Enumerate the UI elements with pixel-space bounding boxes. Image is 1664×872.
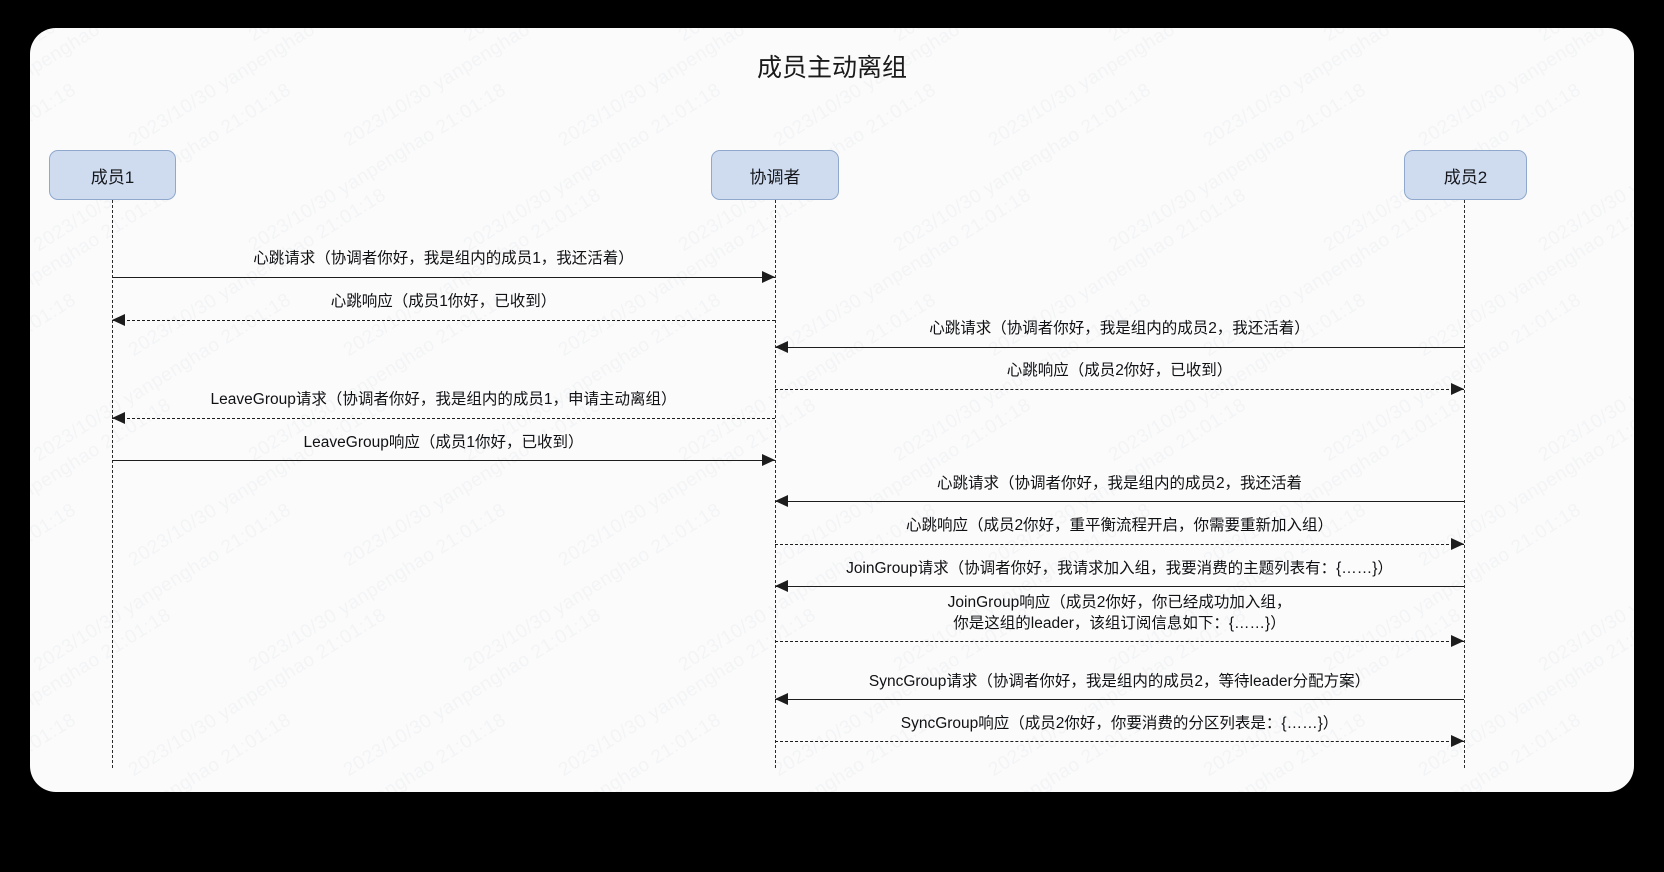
message-label-6: LeaveGroup响应（成员1你好，已收到） (303, 434, 584, 451)
actor-label-coordinator: 协调者 (749, 167, 801, 187)
message-label-3: 心跳请求（协调者你好，我是组内的成员2，我还活着） (929, 320, 1310, 337)
message-label-7: 心跳请求（协调者你好，我是组内的成员2，我还活着 (936, 475, 1303, 492)
arrow-head-right-1 (762, 271, 775, 283)
message-line-3 (775, 347, 1464, 348)
message-label-12: SyncGroup响应（成员2你好，你要消费的分区列表是：{……}） (900, 715, 1339, 732)
arrow-head-left-3 (775, 341, 788, 353)
message-line-2 (112, 320, 775, 321)
lifeline-member1 (112, 200, 113, 768)
message-label-5: LeaveGroup请求（协调者你好，我是组内的成员1，申请主动离组） (210, 391, 677, 408)
actor-box-member1[interactable]: 成员1 (49, 150, 176, 200)
message-line-4 (775, 389, 1464, 390)
message-label-2: 心跳响应（成员1你好，已收到） (330, 293, 557, 310)
lifeline-member2 (1464, 200, 1465, 768)
message-line-5 (112, 418, 775, 419)
arrow-head-right-4 (1451, 383, 1464, 395)
sequence-diagram: 成员主动离组 成员1 协调者 成员2 心跳请求（协调者你好，我是组内的成员1，我还活着… (30, 28, 1634, 792)
diagram-title: 成员主动离组 (756, 54, 907, 82)
message-label-4: 心跳响应（成员2你好，已收到） (1006, 362, 1233, 379)
message-label-9: JoinGroup请求（协调者你好，我请求加入组，我要消费的主题列表有：{……}… (846, 560, 1393, 577)
message-line-12 (775, 741, 1464, 742)
message-line-10 (775, 641, 1464, 642)
arrow-head-right-10 (1451, 635, 1464, 647)
message-line-11 (775, 699, 1464, 700)
diagram-canvas: 2023/10/30 yanpenghao 21:01:182023/10/30… (30, 28, 1634, 792)
message-label-8: 心跳响应（成员2你好，重平衡流程开启，你需要重新加入组） (905, 517, 1334, 534)
arrow-head-left-2 (112, 314, 125, 326)
lifeline-coordinator (775, 200, 776, 768)
arrow-head-right-8 (1451, 538, 1464, 550)
message-label-11: SyncGroup请求（协调者你好，我是组内的成员2，等待leader分配方案） (868, 673, 1371, 690)
message-line-7 (775, 501, 1464, 502)
message-label-1: 心跳请求（协调者你好，我是组内的成员1，我还活着） (253, 250, 634, 267)
arrow-head-left-7 (775, 495, 788, 507)
arrow-head-left-11 (775, 693, 788, 705)
arrow-head-right-12 (1451, 735, 1464, 747)
arrow-head-left-5 (112, 412, 125, 424)
actor-box-member2[interactable]: 成员2 (1404, 150, 1527, 200)
message-line-8 (775, 544, 1464, 545)
actor-label-member1: 成员1 (90, 167, 135, 187)
message-label-10: JoinGroup响应（成员2你好，你已经成功加入组， 你是这组的leader，… (947, 594, 1292, 632)
message-line-6 (112, 460, 775, 461)
actor-box-coordinator[interactable]: 协调者 (711, 150, 839, 200)
arrow-head-right-6 (762, 454, 775, 466)
actor-label-member2: 成员2 (1443, 167, 1488, 187)
arrow-head-left-9 (775, 580, 788, 592)
message-line-1 (112, 277, 775, 278)
message-line-9 (775, 586, 1464, 587)
